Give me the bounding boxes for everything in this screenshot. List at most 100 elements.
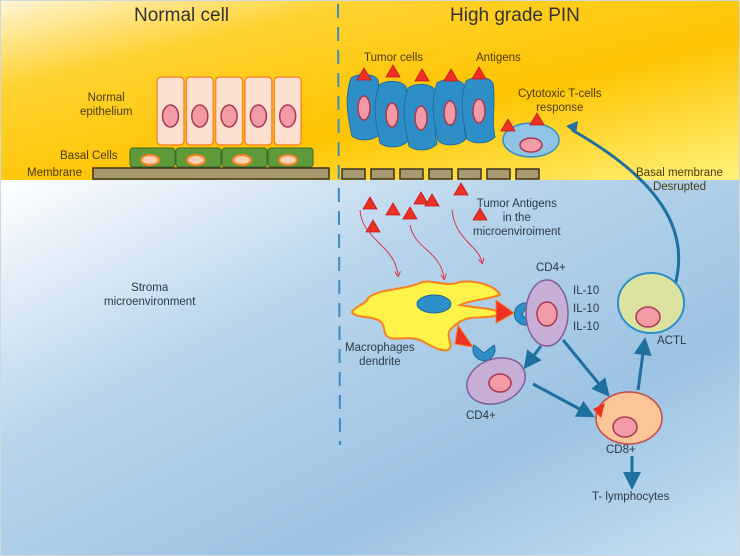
cd4-cell-top xyxy=(525,279,569,347)
label-macrophages: Macrophages dendrite xyxy=(345,342,415,370)
arrow-cd4b-to-cd8 xyxy=(532,382,595,418)
cell-nucleus xyxy=(278,104,297,128)
antigen-triangle xyxy=(471,66,487,80)
cd4-cell-bottom xyxy=(466,357,526,405)
label-line: microenviroiment xyxy=(473,225,561,238)
arrow-head-cytotoxic xyxy=(566,121,578,134)
divider-dashed-line xyxy=(337,3,341,446)
cell-nucleus xyxy=(232,154,252,166)
label-line: epithelium xyxy=(80,105,133,118)
antigen-triangle xyxy=(529,112,545,126)
antigen-triangle xyxy=(413,191,429,205)
membrane-fragment xyxy=(428,168,453,180)
arrow-cd8-to-actl xyxy=(633,337,652,391)
membrane-fragment xyxy=(399,168,424,180)
antigen-flow-arrow xyxy=(451,209,482,262)
label-line: microenvironment xyxy=(104,295,196,308)
label-tumor-cells: Tumor cells xyxy=(364,52,423,64)
label-line: IL-10 xyxy=(573,285,600,297)
normal-epithelial-cell xyxy=(273,76,302,146)
antigen-triangle xyxy=(402,206,418,220)
antigens xyxy=(356,64,545,233)
membrane-fragment xyxy=(515,168,540,180)
label-basal-cells: Basal Cells xyxy=(60,150,118,162)
label-basal-membrane: Basal membrane Desrupted xyxy=(636,167,723,195)
cell-nucleus xyxy=(357,95,371,121)
label-t-lymphocytes: T- lymphocytes xyxy=(592,491,670,503)
arrow-cd4-to-cd4 xyxy=(523,345,543,370)
membrane-fragment xyxy=(370,168,395,180)
label-line: Normal xyxy=(87,92,125,104)
membrane-fragments xyxy=(341,168,540,180)
label-line: Tumor Antigens xyxy=(476,198,557,210)
basal-cell xyxy=(267,147,314,168)
title-high-grade-pin: High grade PIN xyxy=(450,5,580,26)
normal-epithelial-cell xyxy=(214,76,244,146)
antigen-triangle xyxy=(365,219,381,233)
basal-cell xyxy=(221,147,268,168)
actl-cell xyxy=(617,272,685,334)
antigen-triangle xyxy=(453,182,469,196)
basal-cell xyxy=(129,147,176,168)
antigen-triangle xyxy=(443,68,459,82)
antigen-triangle xyxy=(472,207,488,221)
antigen-triangle xyxy=(424,193,440,207)
membrane-fragment xyxy=(486,168,511,180)
cell-nucleus xyxy=(472,98,486,124)
antigen-triangle xyxy=(356,67,372,81)
cell-nucleus xyxy=(414,105,428,131)
cd8-cell xyxy=(593,391,663,445)
antigen-triangle xyxy=(414,68,430,82)
label-cytotoxic: Cytotoxic T-cells response xyxy=(518,88,602,116)
macrophage-nucleus xyxy=(416,294,452,314)
label-line: IL-10 xyxy=(573,320,600,333)
label-il10: IL-10 IL-10 IL-10 xyxy=(573,283,599,336)
label-normal-epithelium: Normal epithelium xyxy=(80,92,132,120)
antigen-triangle xyxy=(362,196,378,210)
arrow-cd4-to-cd8 xyxy=(561,339,610,397)
tumor-cell xyxy=(403,83,438,151)
presenting-antigen xyxy=(454,323,475,348)
label-tumor-antigens: Tumor Antigens in the microenviroiment xyxy=(473,198,561,239)
presenting-antigen xyxy=(495,299,515,324)
cell-nucleus xyxy=(278,154,298,166)
cytotoxic-t-cell xyxy=(502,122,560,158)
label-line: Desrupted xyxy=(652,180,706,193)
label-line: Stroma xyxy=(131,282,169,294)
macrophage-dendrite xyxy=(350,280,502,352)
label-cd4-top: CD4+ xyxy=(536,262,566,274)
actl-to-cytotoxic-arrow xyxy=(571,128,681,286)
cell-nucleus xyxy=(443,100,457,126)
label-cd4-bottom: CD4+ xyxy=(466,410,496,422)
cell-nucleus xyxy=(140,154,160,166)
tumor-cells xyxy=(346,73,496,151)
stroma-zone xyxy=(0,180,740,556)
tumor-cell xyxy=(374,80,409,148)
label-cd8: CD8+ xyxy=(606,444,636,456)
normal-epithelial-cell xyxy=(185,76,215,146)
antigen-flow-arrow xyxy=(359,209,398,275)
cell-nucleus xyxy=(249,104,268,128)
cell-nucleus xyxy=(186,154,206,166)
antigen-triangle xyxy=(385,64,401,78)
membrane-normal xyxy=(92,167,330,180)
antigen-flow-arrow xyxy=(409,224,444,278)
antigen-triangle xyxy=(385,202,401,216)
label-line: in the xyxy=(502,211,531,224)
tumor-cell xyxy=(432,78,467,146)
normal-epithelium-cells xyxy=(156,76,302,146)
label-line: Basal membrane xyxy=(636,167,723,179)
membrane-fragment xyxy=(457,168,482,180)
label-line: response xyxy=(536,101,584,114)
label-stroma: Stroma microenvironment xyxy=(104,282,195,310)
label-actl: ACTL xyxy=(657,335,687,347)
basal-cells xyxy=(129,147,314,168)
tumor-cell xyxy=(461,76,496,144)
label-line: Cytotoxic T-cells xyxy=(518,88,602,100)
cell-nucleus xyxy=(191,104,209,128)
membrane-fragment xyxy=(341,168,366,180)
cell-nucleus xyxy=(161,104,180,128)
normal-epithelial-cell xyxy=(156,76,185,146)
label-line: IL-10 xyxy=(573,302,600,315)
